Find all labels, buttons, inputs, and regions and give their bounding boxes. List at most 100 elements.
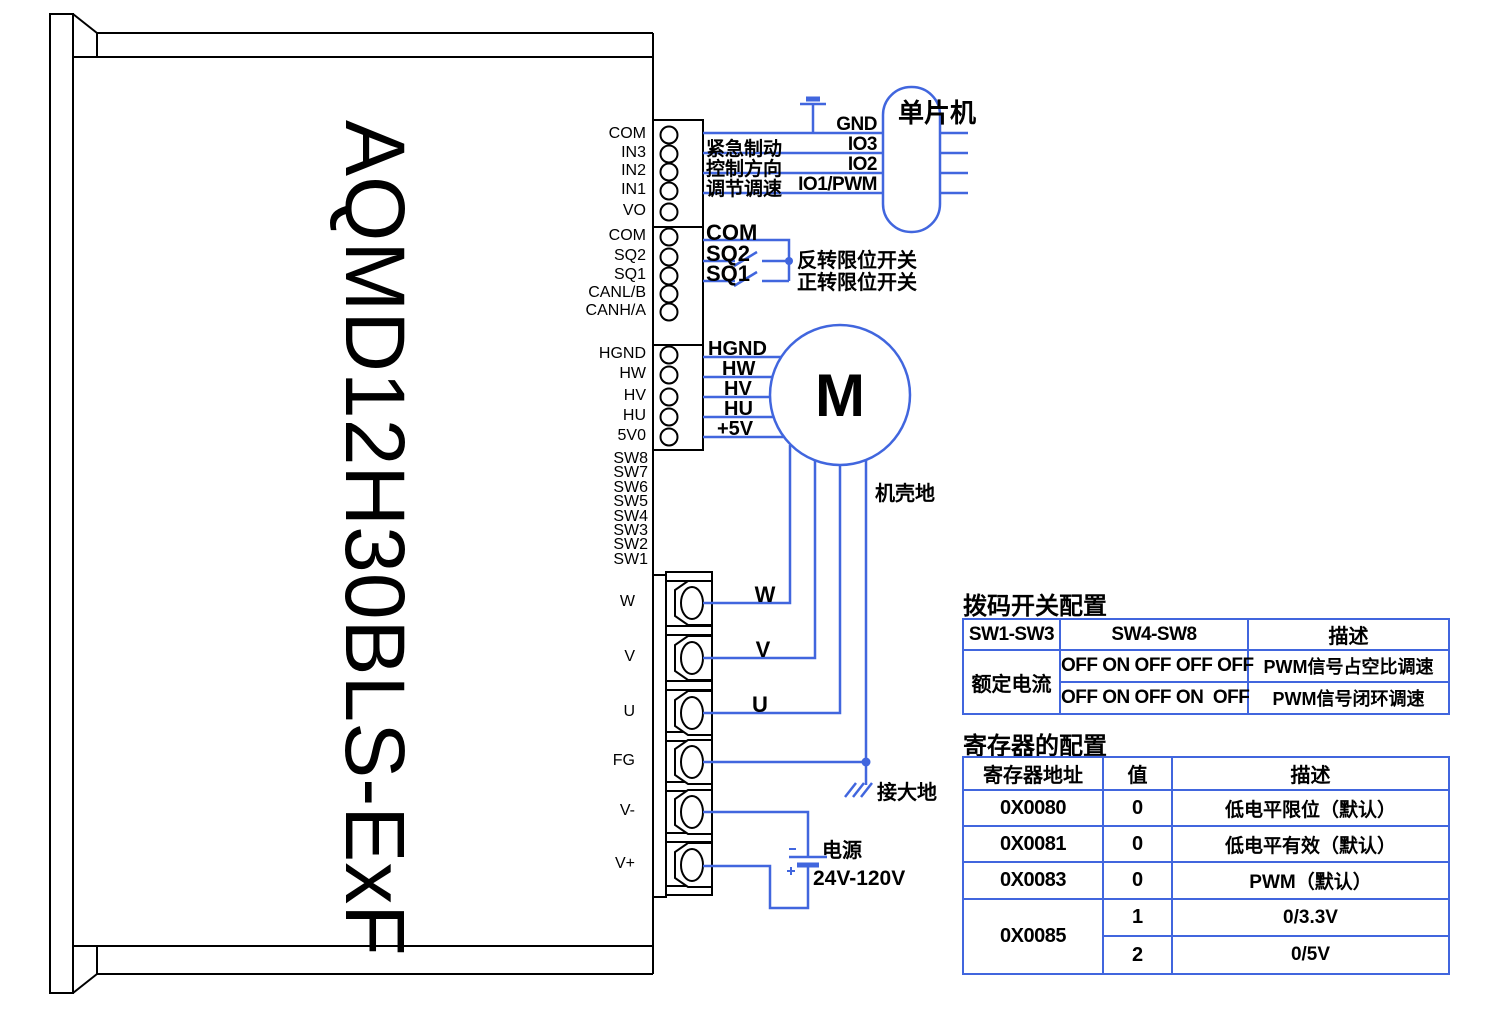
reg-table-row-5: 2 0/5V — [963, 935, 1450, 975]
reg-addr-0081: 0X0081 — [962, 825, 1104, 863]
dip-row2-sw: OFF ON OFF ON OFF — [1059, 681, 1250, 715]
phase-label-v: V — [755, 637, 771, 662]
terminal-label-vminus: V- — [619, 802, 635, 819]
pin-label-com2: COM — [608, 227, 646, 244]
pin-label-sw6: SW6 — [613, 479, 648, 496]
wire-phase-v — [703, 460, 817, 660]
junction-dot-fg — [861, 757, 871, 767]
dip-table: SW1-SW3 SW4-SW8 描述 额定电流 OFF ON OFF OFF O… — [962, 618, 1450, 715]
reg-table-row-3: 0X0083 0 PWM（默认） — [962, 861, 1450, 900]
power-range-label: 24V-120V — [813, 867, 906, 890]
hall-label-5v: +5V — [717, 418, 754, 440]
phase-label-w: W — [754, 582, 776, 607]
wire-phase-w — [703, 445, 792, 605]
pin-label-sq1: SQ1 — [613, 266, 646, 283]
dip-row1-sw: OFF ON OFF OFF OFF — [1059, 649, 1254, 683]
reg-desc-0080: 低电平限位（默认） — [1171, 789, 1450, 827]
reg-table-row-2: 0X0081 0 低电平有效（默认） — [962, 825, 1450, 863]
limit-forward-label: 正转限位开关 — [797, 272, 917, 294]
reg-val-0080: 0 — [1102, 789, 1173, 827]
earth-hatch-1 — [844, 782, 857, 798]
dip-row2-desc: PWM信号闭环调速 — [1247, 681, 1450, 715]
hall-label-hv: HV — [724, 378, 752, 400]
pin-label-in1: IN1 — [621, 181, 646, 198]
wire-vminus — [703, 810, 810, 856]
function-label-speed: 调节调速 — [706, 179, 783, 200]
reg-val-0083: 0 — [1102, 861, 1173, 900]
dip-col-sw48: SW4-SW8 — [1059, 618, 1249, 651]
reg-val-0085-2: 2 — [1102, 935, 1173, 975]
pin-label-vo: VO — [622, 202, 646, 219]
reg-desc-0083: PWM（默认） — [1171, 861, 1450, 900]
wire-com-bus — [703, 238, 791, 281]
device-outline — [49, 13, 654, 994]
connector-pin-holes — [659, 125, 679, 447]
pin-label-sw7: SW7 — [613, 464, 648, 481]
reg-addr-0080: 0X0080 — [962, 789, 1104, 827]
mcu-outline — [881, 85, 942, 234]
dip-col-desc: 描述 — [1247, 618, 1450, 651]
dip-table-row-2: OFF ON OFF ON OFF PWM信号闭环调速 — [963, 681, 1450, 715]
pin-label-sw3: SW3 — [613, 522, 648, 539]
mcu-signal-io3: IO3 — [847, 134, 878, 155]
mcu-signal-io1: IO1/PWM — [798, 174, 877, 195]
reg-addr-0083: 0X0083 — [962, 861, 1104, 900]
earth-ground-label: 接大地 — [877, 782, 937, 804]
wires — [703, 96, 968, 910]
pin-label-sw1: SW1 — [613, 551, 648, 568]
power-label: 电源 — [822, 840, 862, 862]
pin-label-canlb: CANL/B — [588, 284, 646, 301]
pin-label-com1: COM — [608, 125, 646, 142]
pin-label-sw8: SW8 — [613, 450, 648, 467]
function-label-brake: 紧急制动 — [706, 139, 783, 160]
reg-addr-0085: 0X0085 — [962, 898, 1104, 975]
reg-desc-0081: 低电平有效（默认） — [1171, 825, 1450, 863]
phase-label-u: U — [752, 692, 768, 717]
junction-dot-sq — [785, 257, 793, 265]
pin-label-canha: CANH/A — [585, 302, 646, 319]
mcu-signal-io2: IO2 — [847, 154, 878, 175]
pin-label-hv: HV — [623, 387, 646, 404]
reg-table-title: 寄存器的配置 — [963, 733, 1107, 760]
limit-reverse-label: 反转限位开关 — [797, 250, 917, 272]
reg-col-addr: 寄存器地址 — [962, 756, 1104, 791]
dip-table-header-row: SW1-SW3 SW4-SW8 描述 — [962, 618, 1450, 651]
reg-table-row-1: 0X0080 0 低电平限位（默认） — [962, 789, 1450, 827]
limit-com-label: COM — [706, 220, 758, 245]
device-model-label: AQMD12H30BLS-ExF — [328, 120, 422, 956]
register-table: 寄存器地址 值 描述 0X0080 0 低电平限位（默认） 0X0081 0 低… — [962, 756, 1450, 975]
chassis-ground-label: 机壳地 — [875, 483, 935, 505]
dip-table-title: 拨码开关配置 — [963, 593, 1107, 620]
function-label-direction: 控制方向 — [706, 159, 783, 180]
limit-sq2-label: SQ2 — [706, 241, 751, 266]
hall-label-hgnd: HGND — [708, 338, 767, 360]
hall-label-hw: HW — [722, 358, 756, 380]
pin-label-hgnd: HGND — [598, 345, 646, 362]
earth-hatch-3 — [860, 782, 873, 798]
mcu-signal-gnd: GND — [836, 114, 877, 135]
pin-label-5v0: 5V0 — [617, 427, 646, 444]
switch-blade-sq1 — [733, 270, 758, 288]
reg-desc-0085-2: 0/5V — [1171, 935, 1450, 975]
pin-label-in3: IN3 — [621, 144, 646, 161]
reg-val-0085-1: 1 — [1102, 898, 1173, 937]
switch-blade-sq2 — [733, 250, 758, 268]
reg-table-header-row: 寄存器地址 值 描述 — [962, 756, 1450, 791]
pin-label-sq2: SQ2 — [613, 247, 646, 264]
earth-hatch-2 — [852, 782, 865, 798]
pin-label-sw5: SW5 — [613, 493, 648, 510]
pin-label-in2: IN2 — [621, 162, 646, 179]
dip-rated-current-cell: 额定电流 — [962, 649, 1061, 715]
terminal-label-u: U — [623, 703, 635, 720]
reg-table-row-4: 0X0085 1 0/3.3V — [962, 898, 1450, 975]
terminal-label-v: V — [624, 648, 635, 665]
dip-col-sw13: SW1-SW3 — [962, 618, 1061, 651]
dip-row1-desc: PWM信号占空比调速 — [1247, 649, 1450, 683]
mcu-label: 单片机 — [898, 90, 976, 137]
motor-symbol: M — [815, 362, 865, 429]
pin-label-hu: HU — [622, 407, 646, 424]
device-top-bevel — [72, 13, 98, 34]
reg-desc-0085-1: 0/3.3V — [1171, 898, 1450, 937]
